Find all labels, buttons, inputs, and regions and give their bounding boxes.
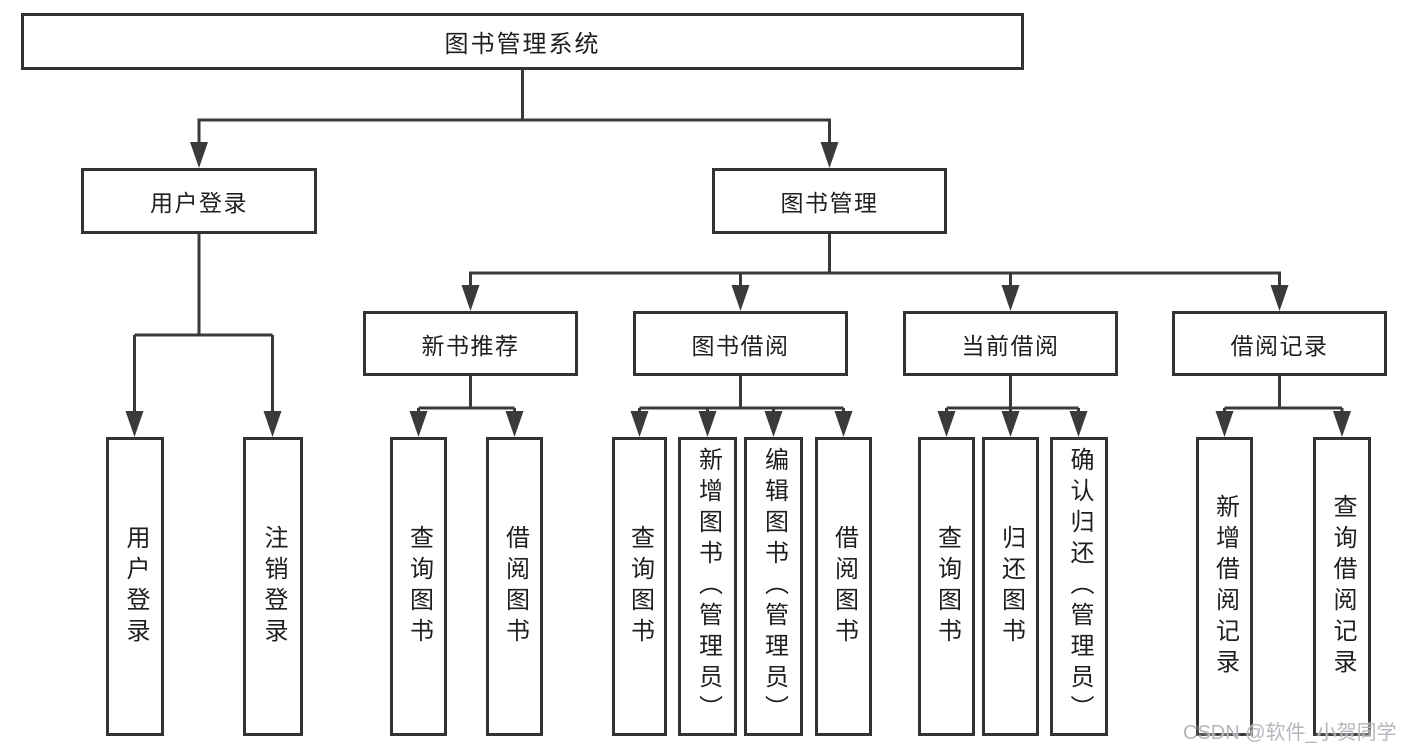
leaf-bb-query-book: 查询图书 — [612, 437, 667, 736]
leaf-label: 查询借阅记录 — [1329, 493, 1356, 680]
node-borrow-records: 借阅记录 — [1172, 311, 1387, 376]
leaf-nb-query-book: 查询图书 — [390, 437, 447, 736]
leaf-label: 查询图书 — [405, 524, 433, 649]
node-current-borrow: 当前借阅 — [903, 311, 1118, 376]
leaf-nb-borrow-book: 借阅图书 — [486, 437, 543, 736]
leaf-label: 查询图书 — [933, 524, 961, 649]
node-label: 新书推荐 — [421, 332, 520, 359]
node-book-borrow: 图书借阅 — [633, 311, 848, 376]
leaf-user-login: 用户登录 — [106, 437, 164, 736]
node-root-label: 图书管理系统 — [444, 31, 601, 58]
leaf-label: 新增图书（管理员） — [694, 447, 722, 726]
node-new-book-recommend: 新书推荐 — [363, 311, 578, 376]
leaf-cb-confirm-return-admin: 确认归还（管理员） — [1050, 437, 1108, 736]
leaf-label: 查询图书 — [626, 524, 654, 649]
leaf-label: 用户登录 — [122, 524, 149, 649]
leaf-label: 借阅图书 — [501, 524, 529, 649]
leaf-label: 归还图书 — [997, 524, 1025, 649]
leaf-label: 编辑图书（管理员） — [760, 447, 788, 726]
node-label: 图书借阅 — [691, 332, 790, 359]
leaf-label: 确认归还（管理员） — [1066, 447, 1093, 726]
watermark: CSDN @软件_小贺同学 — [1183, 722, 1397, 744]
node-label: 用户登录 — [150, 190, 248, 216]
node-label: 当前借阅 — [961, 332, 1060, 359]
leaf-bb-borrow-book: 借阅图书 — [815, 437, 872, 736]
leaf-bb-add-book-admin: 新增图书（管理员） — [678, 437, 737, 736]
node-label: 借阅记录 — [1230, 332, 1329, 359]
node-label: 图书管理 — [780, 190, 879, 216]
leaf-cb-return-book: 归还图书 — [982, 437, 1039, 736]
leaf-label: 新增借阅记录 — [1211, 493, 1239, 680]
node-book-management: 图书管理 — [712, 168, 947, 234]
leaf-bb-edit-book-admin: 编辑图书（管理员） — [744, 437, 803, 736]
leaf-br-add-record: 新增借阅记录 — [1196, 437, 1253, 736]
leaf-cb-query-book: 查询图书 — [918, 437, 975, 736]
leaf-label: 借阅图书 — [830, 524, 858, 649]
leaf-logout: 注销登录 — [243, 437, 303, 736]
leaf-br-query-record: 查询借阅记录 — [1313, 437, 1371, 736]
node-root: 图书管理系统 — [21, 13, 1024, 70]
node-user-login-branch: 用户登录 — [81, 168, 317, 234]
leaf-label: 注销登录 — [260, 524, 287, 649]
